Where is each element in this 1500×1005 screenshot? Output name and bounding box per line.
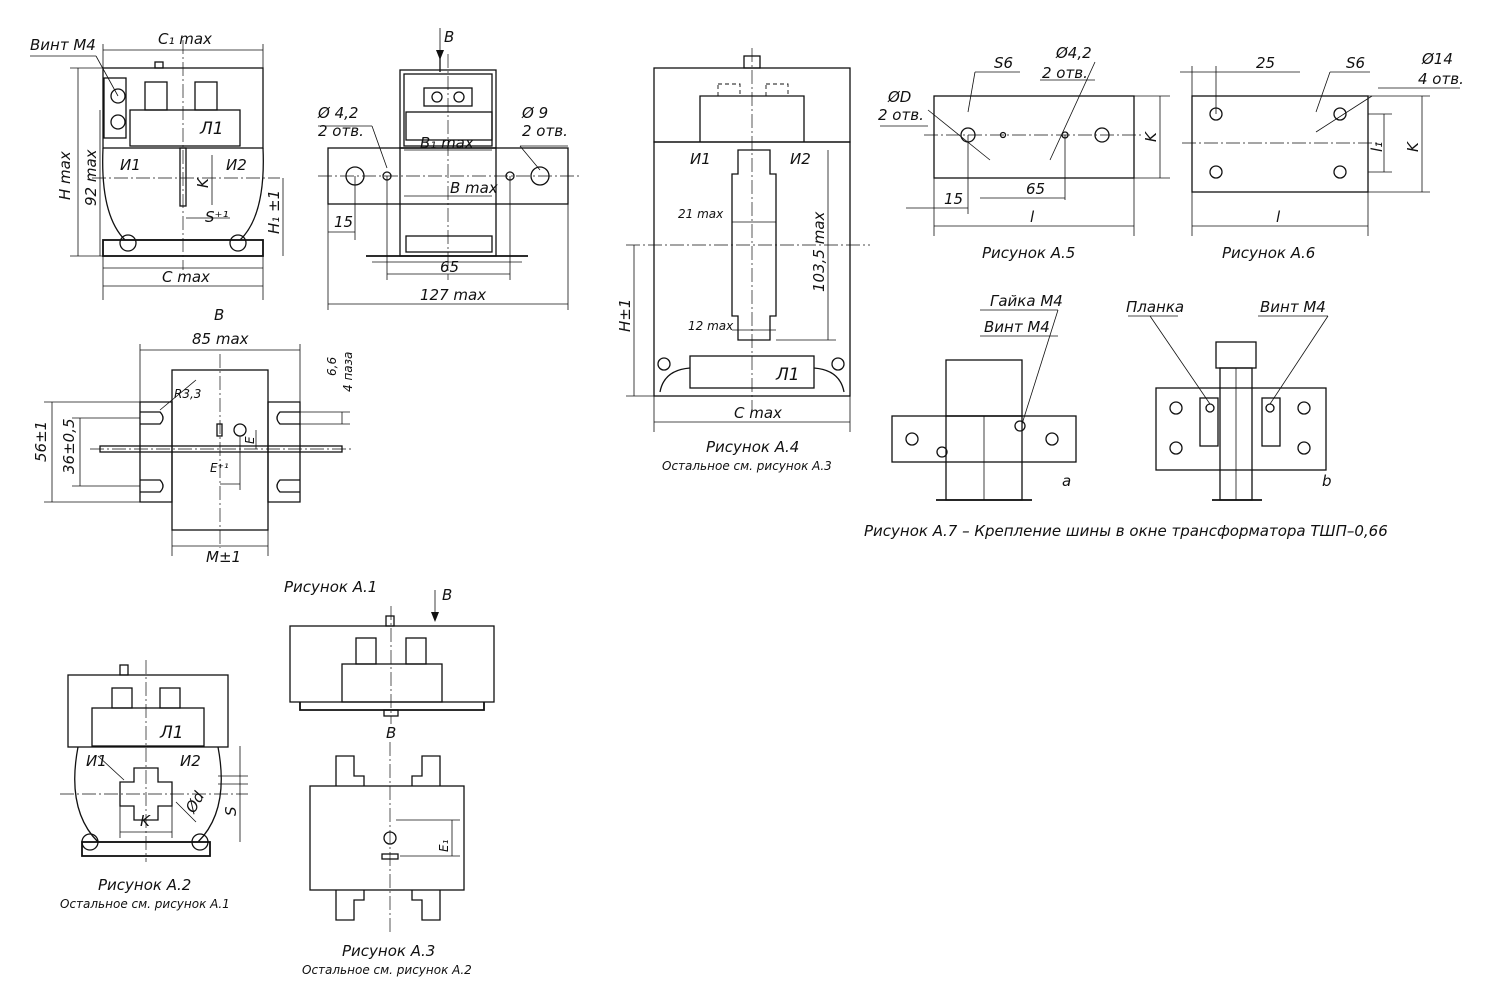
fig-a1-dim-127: 127 max (420, 286, 486, 304)
fig-a7-vint-a: Винт M4 (984, 318, 1050, 336)
fig-a2-k: K (140, 812, 151, 830)
fig-a1-2holes-a: 2 отв. (318, 122, 364, 140)
fig-a1-c1-max: C₁ max (158, 30, 212, 48)
fig-a5-15: 15 (944, 190, 963, 208)
fig-a6-phi14: Ø14 (1421, 50, 1453, 68)
fig-a4-l1: Л1 (775, 365, 800, 385)
fig-a2-l1: Л1 (159, 723, 184, 743)
fig-a5-l: l (1030, 208, 1035, 226)
fig-a3-note: Остальное см. рисунок А.2 (302, 963, 472, 977)
fig-a7-vint-b: Винт M4 (1260, 298, 1326, 316)
fig-a1-b-max: B max (450, 179, 498, 197)
fig-a3-caption: Рисунок А.3 (342, 942, 435, 960)
fig-a1-c-max: C max (162, 268, 210, 286)
fig-a7-planka: Планка (1126, 298, 1184, 316)
fig-a1-85-max: 85 max (192, 330, 249, 348)
fig-a7a-mounting (891, 309, 1077, 501)
fig-a2-caption: Рисунок А.2 (98, 876, 191, 894)
fig-a1-dim-65: 65 (440, 258, 459, 276)
fig-a5-65: 65 (1026, 180, 1045, 198)
fig-a2-note: Остальное см. рисунок А.1 (60, 897, 230, 911)
fig-a7-gaika: Гайка M4 (990, 292, 1063, 310)
fig-a3-view-b (309, 742, 465, 934)
fig-a7-a: a (1062, 472, 1071, 490)
fig-a3-e1: E₁ (437, 839, 451, 852)
fig-a1-m: M±1 (206, 548, 241, 566)
fig-a2-i2: И2 (180, 752, 201, 770)
fig-a2-phi-d: Ød (181, 788, 208, 817)
fig-a1-front-view (30, 40, 284, 300)
fig-a4-i2: И2 (790, 150, 811, 168)
fig-a1-l1-label: Л1 (199, 119, 224, 139)
fig-a4-103-max: 103,5 max (810, 211, 828, 292)
fig-a1-caption: Рисунок А.1 (284, 578, 377, 596)
fig-a5-2holes-d: 2 отв. (878, 106, 924, 124)
fig-a6-k: K (1404, 141, 1422, 152)
fig-a4-i1: И1 (690, 150, 711, 168)
fig-a4-note: Остальное см. рисунок А.3 (662, 459, 832, 473)
fig-a6-caption: Рисунок А.6 (1222, 244, 1315, 262)
fig-a5-s6: S6 (994, 54, 1013, 72)
fig-a7-caption: Рисунок А.7 – Крепление шины в окне тран… (864, 522, 1388, 540)
fig-a4-h1: H±1 (616, 299, 634, 332)
fig-a3-top-view (289, 590, 495, 724)
fig-a1-side-view (318, 28, 580, 310)
fig-a1-vint-label: Винт M4 (30, 36, 96, 54)
fig-a1-56: 56±1 (32, 421, 50, 462)
fig-a4-12-max: 12 max (688, 319, 734, 333)
fig-a1-i1-label: И1 (120, 156, 141, 174)
fig-a6-l: l (1276, 208, 1281, 226)
fig-a1-66: 6,6 (325, 357, 339, 376)
fig-a1-h1-label: H₁ ±1 (265, 190, 283, 234)
fig-a1-i2-label: И2 (226, 156, 247, 174)
fig-a4-21-max: 21 max (678, 207, 724, 221)
fig-a6-4holes: 4 отв. (1418, 70, 1464, 88)
fig-a1-b1-max: B₁ max (420, 134, 474, 152)
fig-a6-bus (1180, 66, 1460, 236)
fig-a4-c-max: C max (734, 404, 782, 422)
fig-a5-k: K (1142, 131, 1160, 142)
fig-a2-i1: И1 (86, 752, 107, 770)
fig-a1-dim-15: 15 (334, 213, 353, 231)
fig-a7b-mounting (1128, 315, 1329, 501)
fig-a1-viewb-title: B (214, 306, 224, 324)
fig-a2-s: S (222, 806, 240, 816)
fig-a1-s-label: S⁺¹ (205, 208, 228, 226)
fig-a1-phi42: Ø 4,2 (317, 104, 358, 122)
fig-a3-b-view: B (386, 724, 396, 742)
fig-a1-36: 36±0,5 (60, 418, 78, 474)
fig-a1-k-label: K (194, 177, 212, 188)
fig-a5-phi42: Ø4,2 (1055, 44, 1092, 62)
fig-a4-view (626, 48, 870, 432)
fig-a1-4-grooves: 4 паза (341, 352, 355, 392)
fig-a1-e1: E⁺¹ (210, 461, 229, 475)
fig-a6-l1: l₁ (1368, 142, 1386, 152)
fig-a1-view-b (44, 344, 352, 556)
fig-a1-92-max: 92 max (82, 149, 100, 206)
fig-a1-side-b: B (444, 28, 454, 46)
fig-a1-r33: R3,3 (174, 387, 201, 401)
fig-a3-b-top: B (442, 586, 452, 604)
fig-a2-view (60, 660, 248, 862)
fig-a5-bus (880, 61, 1170, 236)
fig-a1-e: E (243, 436, 257, 444)
fig-a6-25: 25 (1256, 54, 1275, 72)
fig-a5-caption: Рисунок А.5 (982, 244, 1075, 262)
fig-a5-phi-d: ØD (887, 88, 911, 106)
fig-a7-b: b (1322, 472, 1332, 490)
fig-a1-2holes-b: 2 отв. (522, 122, 568, 140)
fig-a1-h-max: H max (56, 151, 74, 200)
fig-a4-caption: Рисунок А.4 (706, 438, 799, 456)
fig-a6-s6: S6 (1346, 54, 1365, 72)
fig-a1-phi9: Ø 9 (521, 104, 548, 122)
fig-a5-2holes: 2 отв. (1042, 64, 1088, 82)
